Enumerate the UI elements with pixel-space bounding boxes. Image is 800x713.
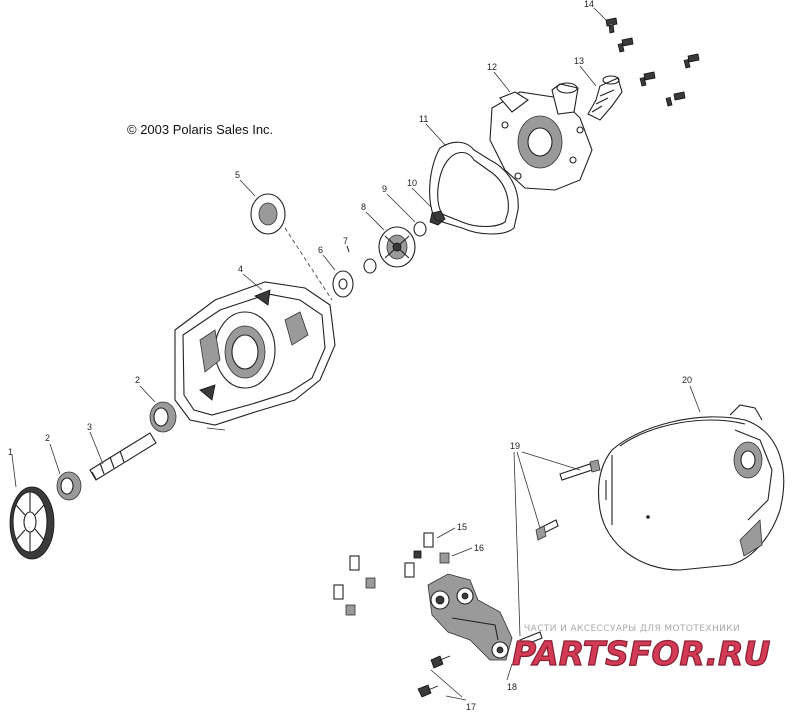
callout-7: 7 [343, 236, 348, 246]
part-1-gear [9, 486, 55, 560]
callout-17: 17 [466, 702, 476, 712]
callout-1: 1 [8, 447, 13, 457]
callout-8: 8 [361, 202, 366, 212]
part-4-housing [174, 281, 336, 426]
leader-20 [689, 385, 701, 413]
part-15-16-bushings [333, 532, 450, 616]
part-11-gasket [429, 141, 519, 235]
watermark: ЧАСТИ И АКСЕССУАРЫ ДЛЯ МОТОТЕХНИКИ PARTS… [511, 624, 771, 674]
leader-19 [513, 451, 581, 637]
leader-12 [493, 71, 511, 93]
part-12-pump-cover [489, 82, 593, 191]
part-14-bolts [605, 17, 700, 107]
leader-3 [89, 431, 104, 465]
leader-9 [386, 193, 416, 223]
part-9-washer [413, 221, 427, 237]
leader-18 [506, 663, 513, 681]
callout-14: 14 [584, 0, 594, 9]
leader-6 [322, 254, 336, 271]
callout-6: 6 [318, 245, 323, 255]
copyright-text: © 2003 Polaris Sales Inc. [127, 122, 273, 137]
leader-11 [425, 123, 447, 147]
part-18-oil-pump [427, 573, 513, 661]
part-6-washer [332, 270, 354, 298]
watermark-brand: PARTSFOR.RU [512, 634, 770, 673]
leader-5 [239, 179, 256, 197]
part-2-bearing-lower [56, 471, 82, 501]
callouts: 1 2 2 3 4 5 6 7 8 9 10 11 12 13 14 15 16… [8, 0, 692, 712]
part-7-ring [346, 245, 377, 274]
leader-4 [242, 273, 263, 291]
part-13-elbow [587, 75, 623, 121]
callout-12: 12 [487, 62, 497, 72]
watermark-tagline: ЧАСТИ И АКСЕССУАРЫ ДЛЯ МОТОТЕХНИКИ [524, 624, 740, 634]
callout-11: 11 [419, 114, 428, 124]
leader-17 [430, 669, 467, 701]
leader-14 [593, 7, 607, 21]
callout-5: 5 [235, 170, 240, 180]
part-8-impeller [378, 226, 416, 268]
callout-2-upper: 2 [135, 375, 140, 385]
callout-3: 3 [87, 422, 92, 432]
part-2-bearing-upper [149, 401, 177, 433]
leader-13 [579, 65, 597, 87]
callout-16: 16 [474, 543, 484, 553]
callout-4: 4 [238, 264, 243, 274]
leader-10 [411, 187, 433, 209]
callout-13: 13 [574, 56, 584, 66]
callout-15: 15 [457, 522, 467, 532]
callout-2-lower: 2 [45, 433, 50, 443]
part-5-seal [250, 193, 286, 235]
leader-2a [49, 443, 61, 475]
part-17-bolts [417, 655, 451, 698]
part-19-bolts [519, 459, 601, 647]
callout-20: 20 [682, 375, 692, 385]
callout-10: 10 [407, 178, 417, 188]
leader-15 [436, 527, 456, 539]
leader-16 [451, 547, 473, 557]
callout-18: 18 [507, 682, 517, 692]
part-3-shaft [89, 432, 157, 481]
part-20-clutch-cover [597, 404, 785, 571]
callout-9: 9 [382, 184, 387, 194]
callout-19: 19 [510, 441, 520, 451]
leader-1 [11, 454, 17, 488]
leader-8 [365, 211, 385, 231]
leader-2b [139, 385, 156, 403]
